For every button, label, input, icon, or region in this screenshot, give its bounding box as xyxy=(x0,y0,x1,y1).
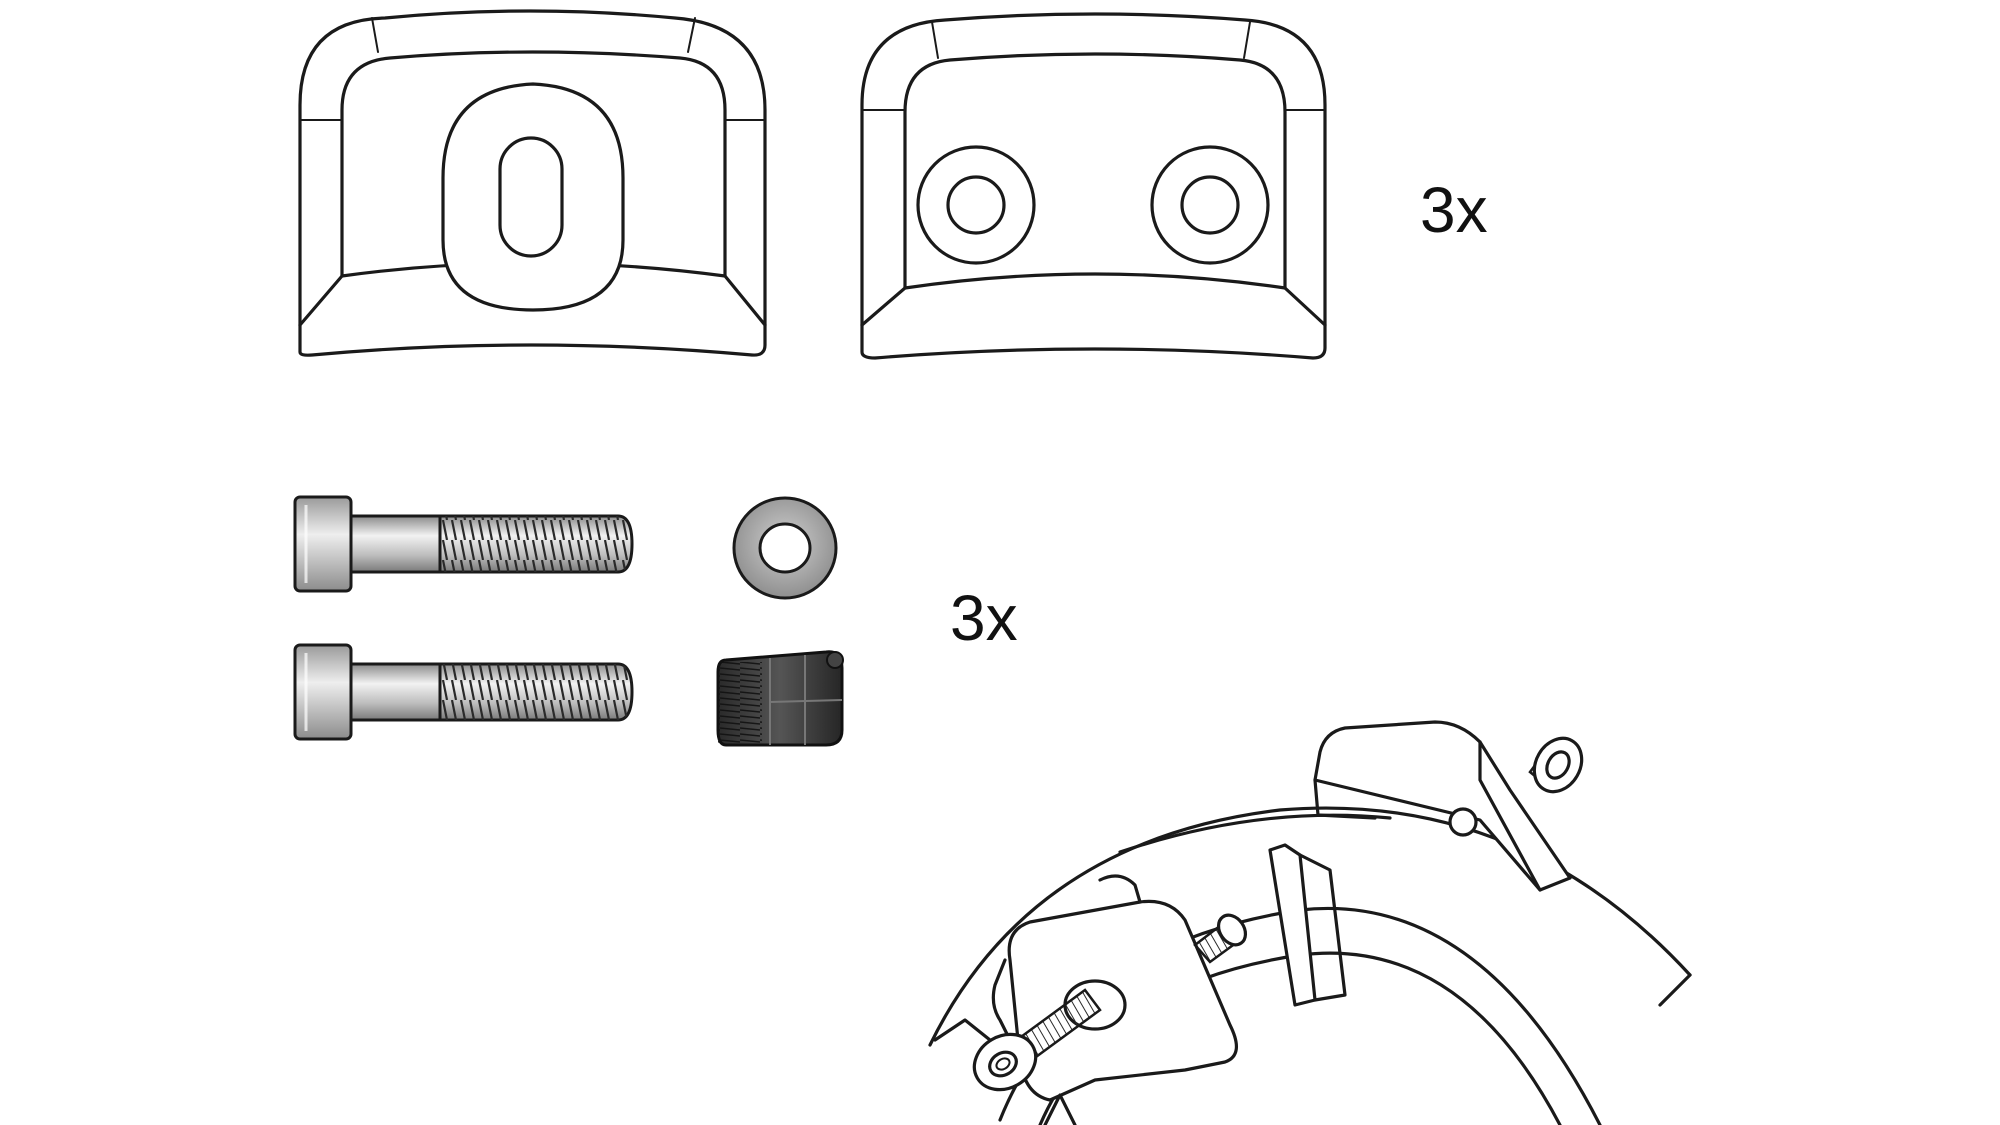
washer-icon xyxy=(732,496,838,600)
hardware-quantity: 3x xyxy=(950,582,1018,654)
threaded-insert-nut-icon xyxy=(716,650,844,747)
socket-head-bolt-icon xyxy=(293,495,634,593)
mounted-clamp-assembly-icon xyxy=(928,720,1692,1125)
socket-head-bolt-icon xyxy=(293,643,634,741)
clamp-pad-slotted-icon xyxy=(298,9,767,357)
clamp-pads-quantity: 3x xyxy=(1420,174,1488,246)
clamp-pad-round-holes-icon xyxy=(860,12,1327,360)
